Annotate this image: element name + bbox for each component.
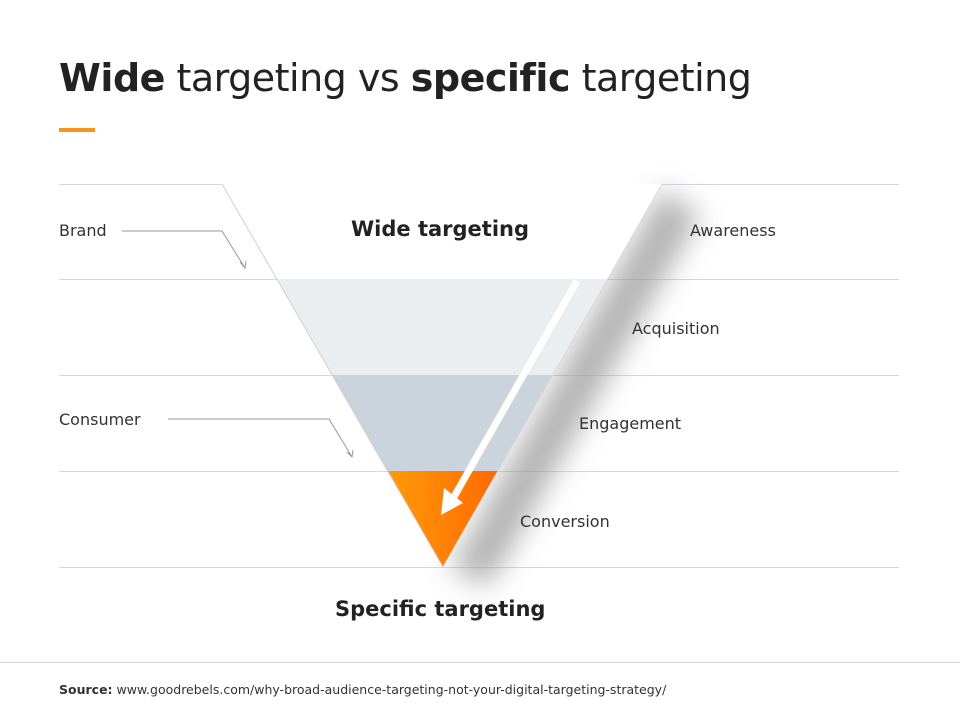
title-bold-wide: Wide [59,56,165,100]
source-line: Source: www.goodrebels.com/why-broad-aud… [59,682,666,697]
funnel-band-conversion [388,471,498,567]
direction-arrow [441,279,581,515]
footer-divider [0,662,960,663]
stage-acquisition: Acquisition [632,319,720,338]
specific-targeting-label: Specific targeting [335,597,546,621]
title-accent-bar [59,128,95,132]
page-title: Wide targeting vs specific targeting [59,56,752,100]
source-label: Source: [59,682,113,697]
stage-awareness: Awareness [690,221,776,240]
brand-connector [122,230,247,270]
title-light-2: targeting [569,56,752,100]
stage-conversion: Conversion [520,512,610,531]
left-label-consumer: Consumer [59,410,141,429]
funnel-band-engagement [332,375,553,471]
consumer-connector [168,418,354,459]
title-bold-specific: specific [410,56,571,100]
wide-targeting-label: Wide targeting [351,217,530,241]
funnel-band-acquisition [277,279,608,375]
funnel-right-edge [442,183,663,568]
funnel-left-edge [221,183,444,568]
stage-engagement: Engagement [579,414,682,433]
funnel-band-awareness [222,184,662,279]
left-label-brand: Brand [59,221,107,240]
source-url: www.goodrebels.com/why-broad-audience-ta… [116,682,667,697]
title-light-1: targeting vs [164,56,411,100]
funnel-shadow [450,190,700,585]
